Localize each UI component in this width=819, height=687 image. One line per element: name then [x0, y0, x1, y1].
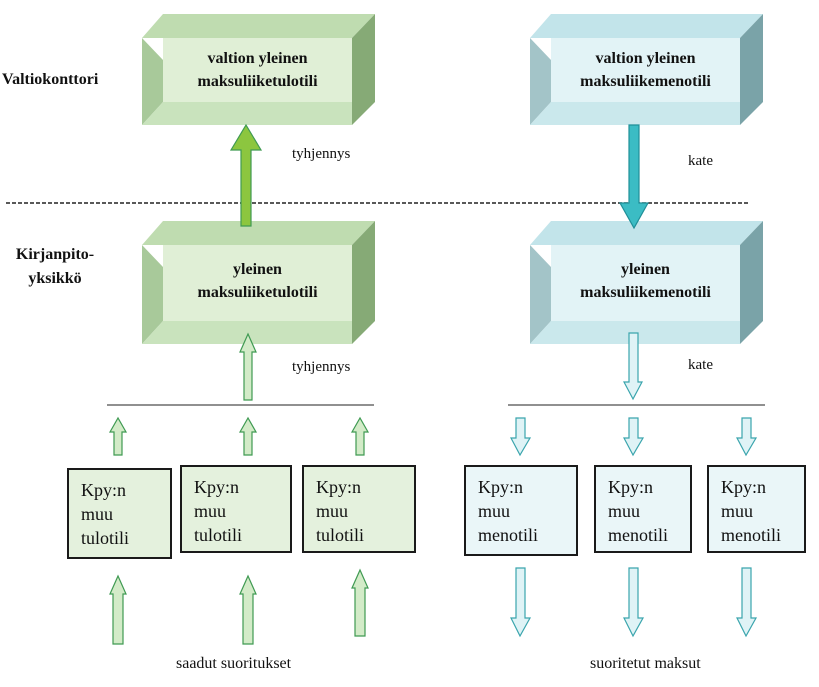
sub-account-line1: Kpy:n — [81, 480, 126, 500]
sub-account-line2: muu — [478, 501, 511, 521]
title-line2: maksuliikemenotili — [580, 73, 711, 90]
sweep-arrow-up-large — [229, 123, 263, 227]
paid-payment-arrow-2 — [623, 567, 645, 638]
cover-arrow-down-large — [618, 124, 650, 230]
sub-account-line2: muu — [721, 501, 754, 521]
sub-account-line3: tulotili — [81, 528, 130, 548]
unit-income-account-block — [142, 221, 375, 344]
unit-level-label-line1: Kirjanpito- — [15, 246, 95, 263]
central-expense-account-title: valtion yleinen maksuliikemenotili — [551, 47, 740, 93]
expense-arrow-down-small-2 — [623, 417, 645, 457]
sub-account-line1: Kpy:n — [721, 477, 766, 497]
block-top-face — [142, 221, 375, 245]
unit-level-label-line2: yksikkö — [28, 270, 82, 287]
sub-account-line1: Kpy:n — [478, 477, 523, 497]
central-expense-account-block — [530, 14, 763, 125]
title-line2: maksuliiketulotili — [197, 284, 318, 301]
cover-label-top: kate — [688, 153, 713, 169]
received-payments-label: saadut suoritukset — [176, 655, 292, 672]
sub-account-line3: menotili — [608, 525, 668, 545]
unit-income-account-title: yleinen maksuliiketulotili — [163, 258, 352, 304]
paid-payment-arrow-3 — [736, 567, 758, 638]
income-arrow-up-small-2 — [238, 416, 258, 456]
block-left-face — [142, 245, 163, 344]
block-front-face — [551, 245, 740, 321]
paid-payments-label: suoritetut maksut — [590, 655, 701, 672]
block-bottom-face — [142, 102, 352, 125]
sub-account-line3: menotili — [721, 525, 781, 545]
received-payment-arrow-1 — [109, 574, 127, 645]
title-line2: maksuliikemenotili — [580, 284, 711, 301]
cover-arrow-down-medium — [623, 332, 643, 401]
block-right-face — [352, 221, 375, 344]
expense-arrow-down-small-3 — [736, 417, 758, 457]
sub-account-line3: menotili — [478, 525, 538, 545]
block-front-face — [551, 38, 740, 102]
block-right-face — [352, 14, 375, 125]
title-line2: maksuliiketulotili — [197, 73, 318, 90]
block-bottom-face — [142, 321, 352, 344]
sub-account-line1: Kpy:n — [316, 477, 361, 497]
block-top-face — [530, 14, 763, 38]
block-left-face — [530, 245, 551, 344]
state-level-label: Valtiokonttori — [2, 71, 99, 88]
central-income-account-block — [142, 14, 375, 125]
income-arrow-up-small-1 — [108, 416, 128, 456]
sub-account-line1: Kpy:n — [194, 477, 239, 497]
expense-sub-account-3: Kpy:n muu menotili — [707, 465, 806, 553]
expense-sub-account-1: Kpy:n muu menotili — [464, 465, 578, 556]
expense-arrow-down-small-1 — [510, 417, 532, 457]
block-bottom-face — [530, 102, 740, 125]
unit-level-label: Kirjanpito- yksikkö — [0, 243, 110, 291]
unit-expense-account-block — [530, 221, 763, 344]
sub-account-line1: Kpy:n — [608, 477, 653, 497]
sweep-label-bottom: tyhjennys — [292, 359, 351, 375]
received-payment-arrow-2 — [239, 574, 257, 645]
sub-account-line2: muu — [316, 501, 349, 521]
sub-account-line2: muu — [608, 501, 641, 521]
cover-label-bottom: kate — [688, 357, 713, 373]
title-line1: valtion yleinen — [595, 50, 696, 67]
central-income-account-title: valtion yleinen maksuliiketulotili — [163, 47, 352, 93]
title-line1: yleinen — [621, 261, 670, 278]
sub-account-line3: tulotili — [316, 525, 365, 545]
sweep-label-top: tyhjennys — [292, 146, 351, 162]
block-right-face — [740, 14, 763, 125]
income-sub-account-2: Kpy:n muu tulotili — [180, 465, 292, 553]
block-front-face — [163, 245, 352, 321]
block-left-face — [530, 38, 551, 125]
income-arrow-up-small-3 — [350, 416, 370, 456]
block-left-face — [142, 38, 163, 125]
block-top-face — [142, 14, 375, 38]
block-top-face — [530, 221, 763, 245]
sub-account-line2: muu — [194, 501, 227, 521]
block-right-face — [740, 221, 763, 344]
sub-account-line2: muu — [81, 504, 114, 524]
received-payment-arrow-3 — [351, 568, 369, 637]
sweep-arrow-up-medium — [239, 332, 257, 401]
unit-expense-account-title: yleinen maksuliikemenotili — [551, 258, 740, 304]
block-front-face — [163, 38, 352, 102]
title-line1: yleinen — [233, 261, 282, 278]
income-sub-account-1: Kpy:n muu tulotili — [67, 468, 172, 559]
title-line1: valtion yleinen — [207, 50, 308, 67]
sub-account-line3: tulotili — [194, 525, 243, 545]
income-sub-account-3: Kpy:n muu tulotili — [302, 465, 416, 553]
expense-sub-account-2: Kpy:n muu menotili — [594, 465, 692, 553]
paid-payment-arrow-1 — [510, 567, 532, 638]
